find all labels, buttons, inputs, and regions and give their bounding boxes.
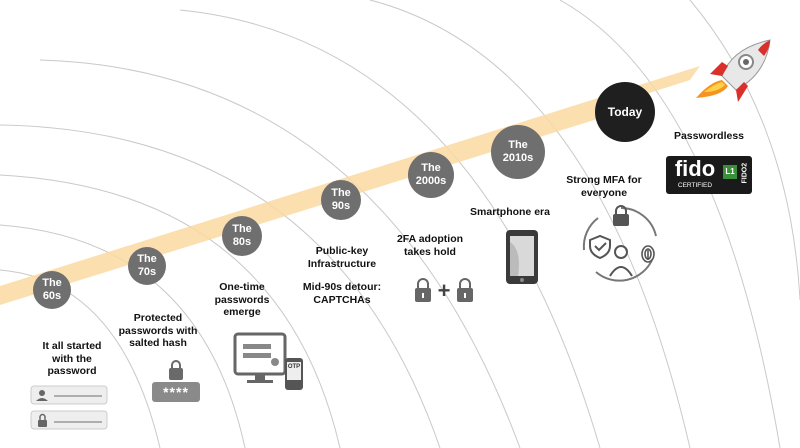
milestone-2000s-l2: takes hold: [404, 245, 456, 258]
milestone-70s-l1: Protected: [133, 312, 183, 324]
milestone-80s-l2: passwords: [214, 293, 270, 306]
smartphone-icon: [506, 230, 538, 284]
milestone-2010s-l1: Smartphone era: [470, 206, 550, 218]
era-today: Today: [595, 82, 655, 142]
era-80s-line2: 80s: [232, 236, 252, 248]
milestone-90s-captcha: Mid-90s detour: CAPTCHAs: [285, 281, 399, 306]
era-70s: The 70s: [128, 247, 166, 285]
password-fields-icon: [30, 385, 108, 430]
era-2000s-line2: 2000s: [415, 175, 447, 187]
era-60s: The 60s: [33, 271, 71, 309]
two-locks-icon: +: [413, 276, 475, 304]
milestone-60s-l2: with the: [52, 352, 92, 365]
milestone-90s-pki-l2: Infrastructure: [307, 257, 377, 270]
hashed-password-icon: ****: [148, 360, 204, 404]
strong-mfa-icon: [582, 205, 657, 282]
hashed-password-mask: ****: [163, 384, 189, 400]
milestone-80s-l1: One-time: [219, 281, 265, 293]
era-2010s-line2: 2010s: [502, 152, 534, 164]
era-60s-line1: The: [42, 277, 62, 289]
otp-tag: OTP: [287, 364, 301, 370]
fido2-text: FIDO2: [741, 162, 749, 184]
era-today-line1: Today: [607, 104, 643, 119]
milestone-70s-l2: passwords with: [118, 324, 198, 337]
era-80s: The 80s: [222, 216, 262, 256]
milestone-2000s: 2FA adoption takes hold: [383, 233, 477, 258]
person-icon: [609, 245, 633, 277]
era-70s-line2: 70s: [137, 266, 157, 278]
era-70s-line1: The: [137, 253, 157, 265]
plus-sign: +: [437, 278, 451, 303]
milestone-90s-captcha-l2: CAPTCHAs: [313, 293, 371, 306]
fido-certified-badge: fido CERTIFIED L1 FIDO2: [666, 156, 752, 194]
era-80s-line1: The: [232, 223, 252, 235]
milestone-80s: One-time passwords emerge: [200, 281, 284, 319]
milestone-60s-l3: password: [47, 365, 97, 377]
fido-certified-text: CERTIFIED: [677, 182, 713, 189]
milestone-60s: It all started with the password: [22, 340, 122, 378]
milestone-70s-l3: salted hash: [129, 337, 187, 349]
milestone-strong-mfa-l2: everyone: [580, 186, 628, 199]
milestone-90s-pki-l1: Public-key: [315, 245, 369, 257]
era-60s-line2: 60s: [42, 290, 62, 302]
era-90s: The 90s: [321, 180, 361, 220]
milestone-80s-l3: emerge: [223, 306, 261, 318]
era-2010s: The 2010s: [491, 125, 545, 179]
milestone-today: Passwordless: [664, 130, 754, 143]
era-90s-line1: The: [331, 187, 351, 199]
milestone-70s: Protected passwords with salted hash: [108, 312, 208, 350]
milestone-2000s-l1: 2FA adoption: [396, 233, 464, 245]
lock-icon: [613, 205, 629, 226]
otp-devices-icon: OTP: [233, 332, 305, 392]
era-2000s: The 2000s: [408, 152, 454, 198]
fido-l1-badge: L1: [723, 165, 737, 179]
milestone-90s-pki: Public-key Infrastructure: [290, 245, 394, 270]
fingerprint-icon: [641, 245, 655, 263]
milestone-60s-l1: It all started: [42, 340, 102, 352]
milestone-today-l1: Passwordless: [673, 130, 745, 142]
fido-word: fido: [674, 156, 716, 181]
shield-icon: [589, 234, 611, 260]
rocket-icon: [696, 39, 771, 102]
milestone-2010s: Smartphone era: [460, 206, 560, 219]
era-2010s-line1: The: [508, 139, 528, 151]
milestone-strong-mfa-l1: Strong MFA for: [566, 174, 642, 186]
milestone-90s-captcha-l1: Mid-90s detour:: [302, 281, 382, 293]
milestone-strong-mfa: Strong MFA for everyone: [556, 174, 652, 199]
era-90s-line2: 90s: [331, 200, 351, 212]
era-2000s-line1: The: [421, 162, 441, 174]
